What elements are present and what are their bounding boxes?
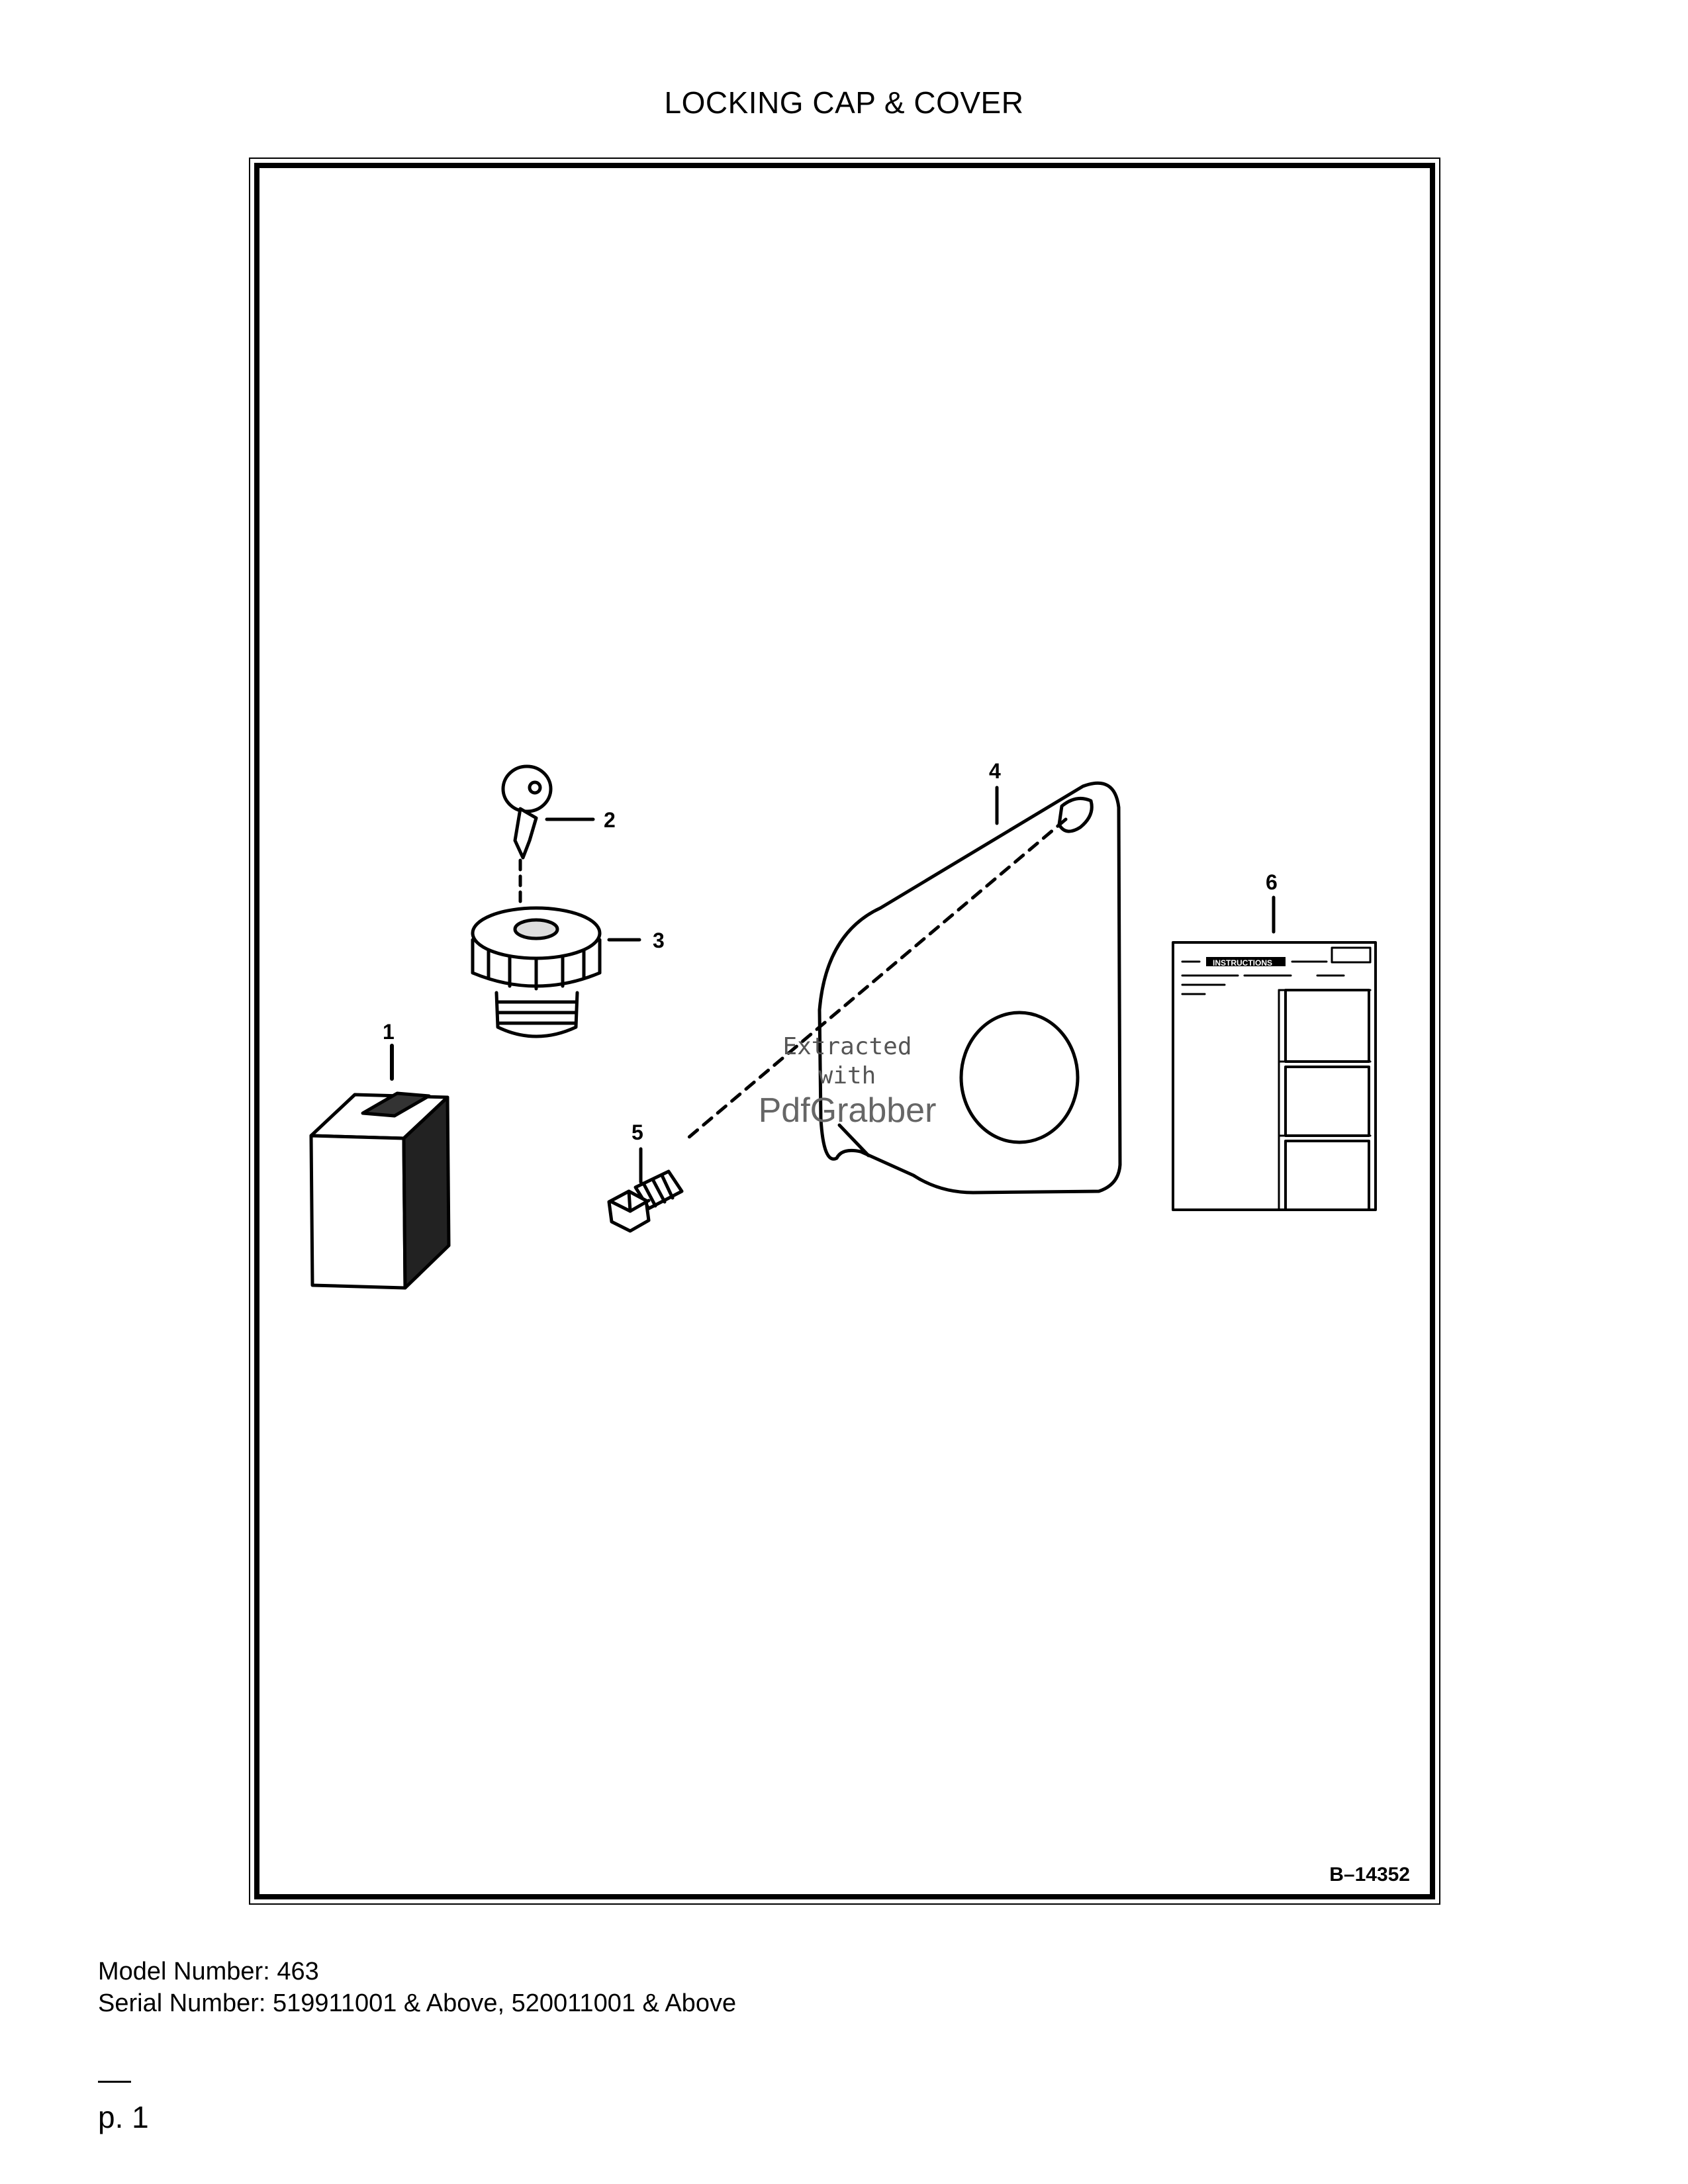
callout-3: 3 (653, 929, 665, 952)
watermark-line-2: with (818, 1062, 876, 1089)
decal-heading: INSTRUCTIONS (1213, 958, 1272, 968)
model-number: Model Number: 463 (98, 1958, 319, 1985)
serial-number: Serial Number: 519911001 & Above, 520011… (98, 1989, 737, 2017)
drawing-frame-outer (249, 158, 1440, 1905)
watermark: Extracted with PdfGrabber (728, 1032, 966, 1130)
callout-5: 5 (632, 1120, 643, 1144)
footer-rule (98, 2081, 131, 2083)
parts-diagram: 1 2 3 4 5 6 INSTRUCTIONS (309, 759, 1377, 1290)
callout-2: 2 (604, 808, 616, 832)
callout-1: 1 (383, 1020, 395, 1044)
callout-4: 4 (989, 759, 1001, 783)
part-2-key (501, 764, 595, 910)
part-5-bolt (607, 1147, 684, 1233)
watermark-line-1: Extracted (782, 1033, 912, 1060)
part-1-kit-box (309, 1044, 451, 1290)
part-4-cover-plate (682, 781, 1122, 1195)
page-number: p. 1 (98, 2100, 149, 2134)
part-3-locking-cap (471, 906, 641, 1038)
drawing-frame (254, 163, 1435, 1899)
drawing-number: B–14352 (1329, 1864, 1410, 1886)
part-6-instruction-decal (1172, 895, 1377, 1211)
page-title: LOCKING CAP & COVER (664, 85, 1024, 120)
callout-6: 6 (1266, 870, 1278, 894)
watermark-logo: PdfGrabber (758, 1091, 937, 1130)
